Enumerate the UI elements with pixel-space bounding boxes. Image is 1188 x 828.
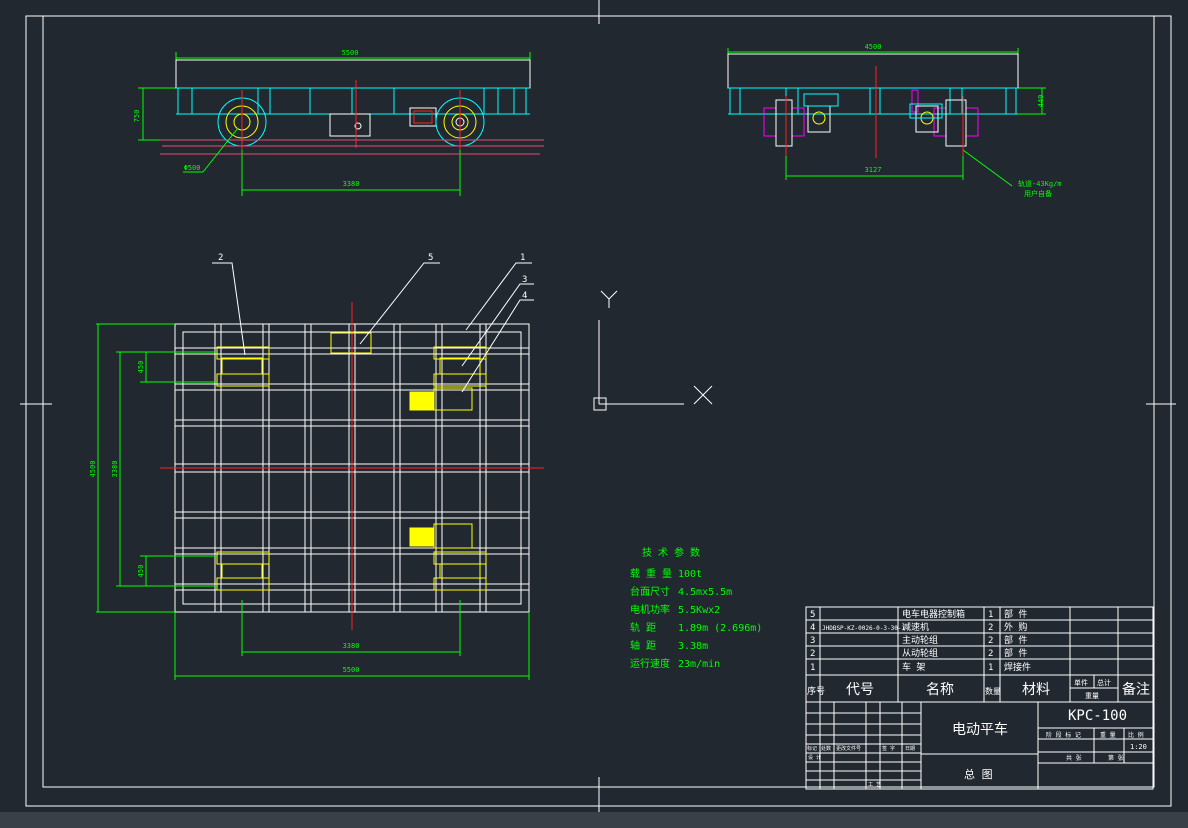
side-width-dim: 4500 <box>865 43 882 51</box>
plan-view: 2 5 1 3 4 4500 3380 450 450 <box>89 253 544 680</box>
param-label-4: 轴 距 <box>630 639 656 652</box>
bom-mat-1: 外 购 <box>1004 621 1027 633</box>
tb-mark: 标记 <box>807 745 817 752</box>
param-label-3: 轨 距 <box>630 621 656 634</box>
tech-params: 技 术 参 数 载 重 量 100t 台面尺寸 4.5mx5.5m 电机功率 5… <box>630 546 762 670</box>
bom-mat-3: 部 件 <box>1004 647 1027 659</box>
ratio-label: 比 例 <box>1128 731 1144 739</box>
param-label-5: 运行速度 <box>630 657 670 670</box>
plan-wheelbase-dim: 3380 <box>343 642 360 650</box>
param-value-0: 100t <box>678 569 702 580</box>
bom-name-2: 主动轮组 <box>902 634 938 646</box>
sheet-total: 共 张 <box>1066 754 1082 762</box>
callout-2: 2 <box>218 253 223 263</box>
bom-name-4: 车 架 <box>902 661 925 673</box>
bom-qty-2: 2 <box>988 636 993 646</box>
bom-mat-0: 部 件 <box>1004 608 1027 620</box>
callout-5: 5 <box>428 253 433 263</box>
ucs-icon <box>593 290 713 411</box>
side-gauge-dim: 3127 <box>865 166 882 174</box>
bom-qty-3: 2 <box>988 649 993 659</box>
param-label-1: 台面尺寸 <box>630 585 670 598</box>
front-length-dim: 5500 <box>342 49 359 57</box>
drawing-type: 总 图 <box>964 767 993 781</box>
param-value-2: 5.5Kwx2 <box>678 605 720 616</box>
front-wheelbase-dim: 3380 <box>343 180 360 188</box>
plan-wheel-bottom-dim: 450 <box>137 565 145 578</box>
bom-header-mat: 材料 <box>1022 682 1050 698</box>
tb-signature: 签 字 <box>882 745 895 752</box>
bom-mat-4: 焊接件 <box>1004 661 1031 673</box>
plan-width-dim: 4500 <box>89 461 97 478</box>
tech-params-title: 技 术 参 数 <box>642 546 700 559</box>
stage-labels: 阶 段 标 记 <box>1046 731 1081 739</box>
bom-qty-0: 1 <box>988 610 993 620</box>
param-label-2: 电机功率 <box>630 603 670 616</box>
bom-mat-2: 部 件 <box>1004 634 1027 646</box>
param-value-3: 1.89m (2.696m) <box>678 623 762 634</box>
bom-name-1: 减速机 <box>902 621 929 633</box>
bom-header-no: 序号 <box>807 685 825 697</box>
callout-3: 3 <box>522 275 527 285</box>
bom-header-qty: 数量 <box>985 686 1001 696</box>
drawing-frame <box>20 0 1176 812</box>
tb-date: 日期 <box>905 746 915 752</box>
side-view: 4500 440 3127 轨道-43Kg/m 用户自备 <box>727 43 1062 198</box>
bom-no-1: 4 <box>810 623 815 633</box>
tb-count: 处数 <box>821 745 831 752</box>
bom-table: 5 电车电器控制箱 1 部 件 4 JHDBSP-KZ-0026-0-3-30-… <box>805 606 1154 703</box>
bom-no-0: 5 <box>810 610 815 620</box>
front-height-dim: 750 <box>133 110 141 123</box>
rail-note-line2: 用户自备 <box>1024 189 1052 198</box>
bom-no-4: 1 <box>810 663 815 673</box>
drawing-code: KPC-100 <box>1068 708 1127 724</box>
status-bar <box>0 812 1188 828</box>
sheet-number: 第 张 <box>1108 754 1124 762</box>
bom-no-2: 3 <box>810 636 815 646</box>
bom-header-total: 总计 <box>1097 678 1111 687</box>
bom-name-3: 从动轮组 <box>902 647 938 659</box>
bom-header-name: 名称 <box>926 682 954 698</box>
tb-process: 工 艺 <box>868 782 881 788</box>
bom-no-3: 2 <box>810 649 815 659</box>
callout-4: 4 <box>522 291 527 301</box>
bom-qty-1: 2 <box>988 623 993 633</box>
side-height-dim: 440 <box>1037 95 1045 108</box>
plan-wheel-top-dim: 450 <box>137 361 145 374</box>
bom-header-code: 代号 <box>846 682 874 698</box>
bom-header-unit: 单件 <box>1074 678 1088 687</box>
product-name: 电动平车 <box>952 721 1008 738</box>
bom-header-remark: 备注 <box>1122 681 1150 698</box>
param-value-1: 4.5mx5.5m <box>678 587 732 598</box>
bom-qty-4: 1 <box>988 663 993 673</box>
rail-note-line1: 轨道-43Kg/m <box>1018 179 1062 188</box>
param-value-4: 3.38m <box>678 641 708 652</box>
bom-code-1: JHDBSP-KZ-0026-0-3-30-1 <box>822 625 905 632</box>
plan-inner-dim: 3380 <box>111 461 119 478</box>
tb-design: 设 计 <box>808 754 821 761</box>
bom-header-weight: 重量 <box>1085 692 1099 700</box>
weight-label: 重 量 <box>1100 731 1116 739</box>
callout-1: 1 <box>520 253 525 263</box>
title-block: 电动平车 总 图 KPC-100 阶 段 标 记 重 量 比 例 1:20 共 … <box>805 701 1154 790</box>
drawing-scale: 1:20 <box>1130 743 1147 751</box>
param-label-0: 载 重 量 <box>630 567 672 580</box>
tb-change-doc: 更改文件号 <box>836 745 861 752</box>
bom-name-0: 电车电器控制箱 <box>902 608 965 620</box>
param-value-5: 23m/min <box>678 659 720 670</box>
front-view: 5500 750 3380 <box>133 49 544 196</box>
wheel-diameter-label: Φ500 <box>184 164 201 172</box>
plan-length-dim: 5500 <box>343 666 360 674</box>
